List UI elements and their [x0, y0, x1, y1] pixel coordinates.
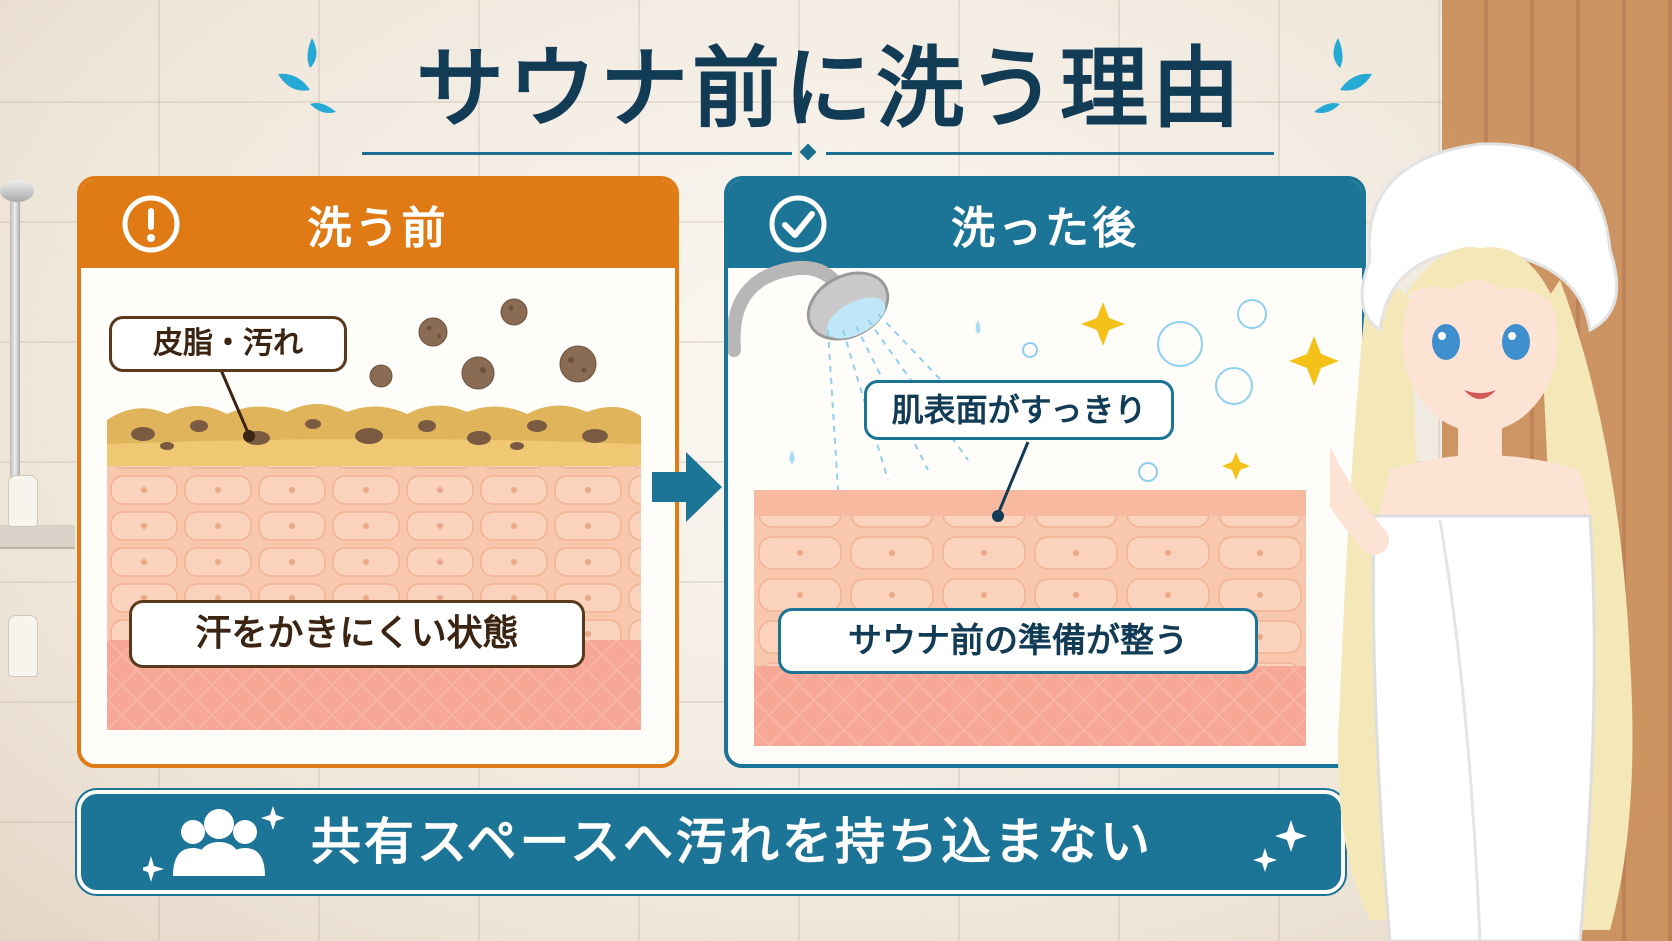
character-illustration: [1330, 142, 1633, 941]
before-panel-title: 洗う前: [307, 203, 449, 254]
after-status-label: サウナ前の準備が整う: [778, 608, 1258, 674]
clean-skin-callout: 肌表面がすっきり: [864, 380, 1174, 440]
check-icon: [769, 195, 827, 253]
before-washing-panel: 洗う前: [77, 176, 679, 768]
sebum-dirt-callout: 皮脂・汚れ: [109, 316, 347, 372]
banner-message: 共有スペースへ汚れを持ち込まない: [311, 813, 1153, 871]
title-divider-left: [362, 152, 792, 155]
after-panel-title: 洗った後: [951, 203, 1139, 254]
arrow-right-icon: [652, 452, 722, 522]
water-splash-icon: [1314, 38, 1372, 113]
background-bottle: [8, 475, 38, 527]
dirt-particles: [219, 298, 597, 442]
shower-and-sparkles: [728, 260, 1339, 522]
sparkle-icon: [1253, 820, 1307, 872]
before-panel-header: 洗う前: [81, 180, 675, 268]
background-shelf: [0, 525, 75, 549]
after-washing-panel: 洗った後: [724, 176, 1366, 768]
water-splash-icon: [278, 38, 336, 113]
exclamation-icon: [122, 195, 180, 253]
bottom-message-banner: 共有スペースへ汚れを持ち込まない: [77, 790, 1345, 894]
page-title: サウナ前に洗う理由: [415, 37, 1244, 140]
title-divider-right: [826, 152, 1274, 155]
after-panel-header: 洗った後: [728, 180, 1362, 268]
background-shower-head: [0, 180, 34, 202]
background-shower-pipe: [10, 190, 20, 520]
before-status-label: 汗をかきにくい状態: [129, 600, 585, 668]
background-bottle: [8, 615, 38, 677]
people-group-icon: [143, 806, 285, 882]
